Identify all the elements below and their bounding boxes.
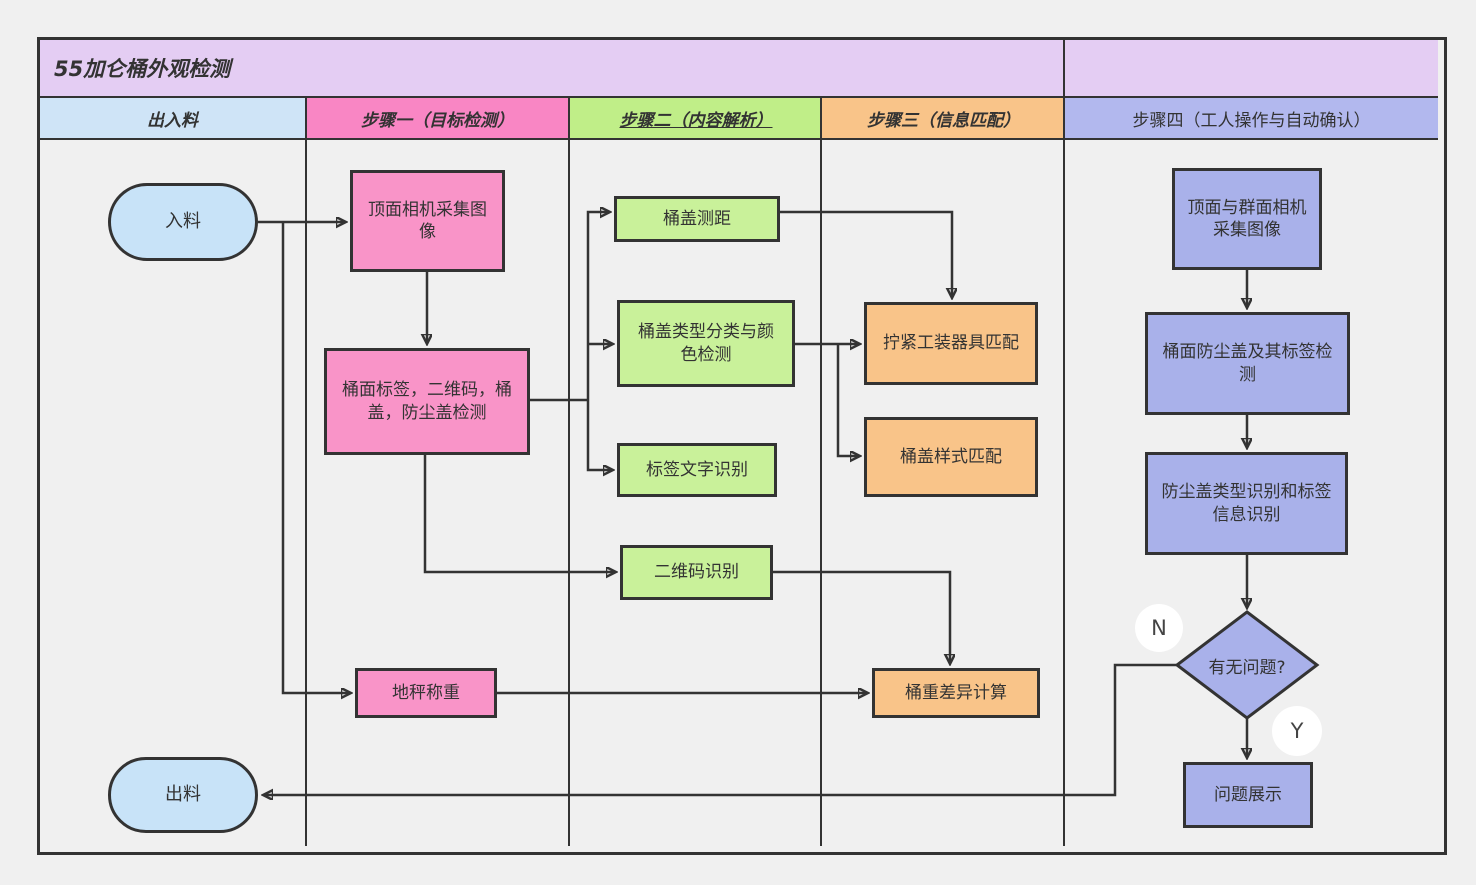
node-weight-diff-calc: 桶重差异计算 (872, 668, 1040, 718)
lane-border-4 (1063, 40, 1065, 846)
lane-header-step2: 步骤二（内容解析） (570, 96, 822, 140)
node-inlet: 入料 (108, 183, 258, 261)
title-separator-line (40, 96, 1438, 98)
node-lid-style-match: 桶盖样式匹配 (864, 417, 1038, 497)
header-separator-line (40, 138, 1438, 140)
decision-diamond-shape (1174, 610, 1320, 720)
swimlane-diagram-frame: 55加仑桶外观检测 出入料 步骤一（目标检测） 步骤二（内容解析） 步骤三（信息… (37, 37, 1447, 855)
node-label-text-ocr: 标签文字识别 (617, 443, 777, 497)
lane-header-step3: 步骤三（信息匹配） (822, 96, 1065, 140)
node-lid-type-color-detect: 桶盖类型分类与颜色检测 (617, 300, 795, 387)
decision-has-problem-label: 有无问题? (1208, 658, 1286, 678)
node-floor-scale-weigh: 地秤称重 (355, 668, 497, 718)
lane-header-step4: 步骤四（工人操作与自动确认） (1065, 96, 1438, 140)
node-top-camera-capture: 顶面相机采集图像 (350, 170, 505, 272)
node-qr-code-recognition: 二维码识别 (620, 545, 773, 600)
node-problem-display: 问题展示 (1183, 762, 1313, 828)
node-tightening-tool-match: 拧紧工装器具匹配 (864, 302, 1038, 385)
diagram-title: 55加仑桶外观检测 (40, 40, 1438, 96)
node-outlet: 出料 (108, 757, 258, 833)
lane-header-step1: 步骤一（目标检测） (305, 96, 570, 140)
node-lid-ranging: 桶盖测距 (614, 196, 780, 242)
node-barrel-surface-detect: 桶面标签，二维码，桶盖，防尘盖检测 (324, 348, 530, 455)
lane-border-3 (820, 96, 822, 846)
lane-header-in-out: 出入料 (40, 96, 305, 140)
flow-connectors (258, 40, 1320, 846)
node-dust-cap-type-id: 防尘盖类型识别和标签信息识别 (1145, 452, 1348, 555)
lane-border-1 (305, 96, 307, 846)
branch-label-no: N (1135, 604, 1183, 652)
lane-border-2 (568, 96, 570, 846)
branch-label-yes: Y (1272, 706, 1322, 756)
node-dust-cap-label-detect: 桶面防尘盖及其标签检测 (1145, 312, 1350, 415)
node-top-side-camera-capture: 顶面与群面相机采集图像 (1172, 168, 1322, 270)
